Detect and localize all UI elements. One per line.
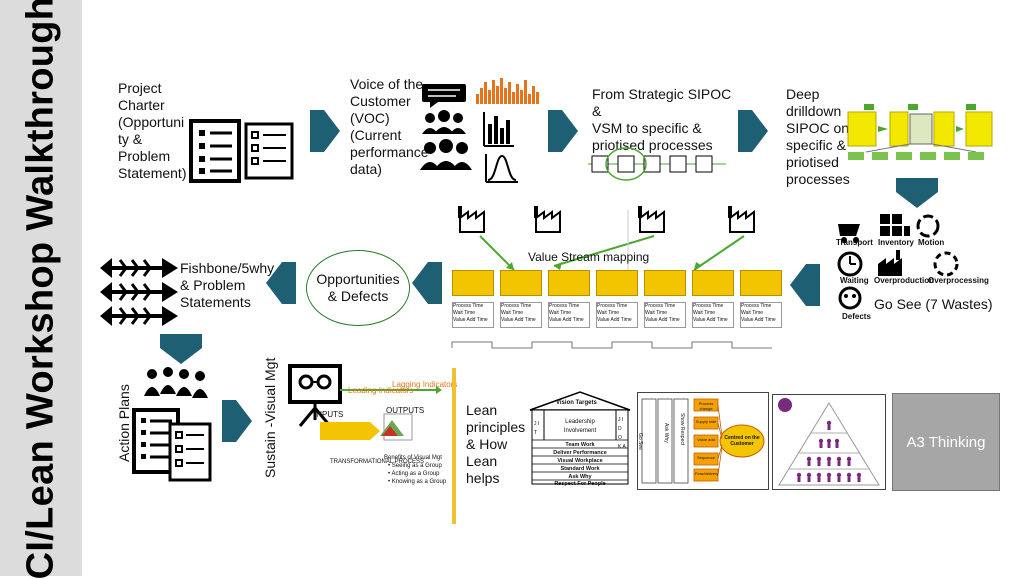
seven-wastes-icons: [837, 214, 959, 310]
sipoc-label: From Strategic SIPOC & VSM to specific &…: [592, 86, 732, 153]
vsm-process-box: [500, 270, 542, 296]
vsm-process-box: [452, 270, 494, 296]
voc-label: Voice of the Customer (VOC) (Current per…: [350, 76, 429, 177]
process-label: TRANSFORMATIONAL PROCESS: [330, 459, 425, 465]
outputs-label: OUTPUTS: [386, 406, 425, 415]
fishbone-icon: [100, 258, 178, 326]
arrow-left-icon: [790, 264, 820, 306]
sustain-visual-mgt-label: Sustain -Visual Mgt: [262, 357, 278, 478]
arrow-left-icon: [412, 262, 442, 304]
leading-indicators-label: Leading Indicators: [348, 386, 414, 395]
funnel-box: Flow/delivery: [695, 471, 719, 476]
vsm-process-box: [692, 270, 734, 296]
go-see-label: Go See (7 Wastes): [874, 296, 993, 312]
visual-management-diagram: [288, 364, 442, 441]
value-stream-map: [451, 206, 772, 349]
waste-overprocessing-label: Overprocessing: [928, 276, 989, 285]
benefits-title: Benefits of Visual Mgt: [384, 455, 442, 461]
lean-principles-label: Lean principles & How Lean helps: [466, 402, 526, 486]
lagging-indicators-label: Lagging Indicators: [392, 380, 458, 389]
drilldown-label: Deep drilldown SIPOC on specific & priot…: [786, 86, 850, 187]
waste-inventory-label: Inventory: [878, 238, 915, 247]
arrow-right-icon: [310, 110, 340, 152]
arrow-right-icon: [222, 400, 252, 442]
a3-thinking-box: A3 Thinking: [892, 393, 1000, 491]
vsm-process-box: [548, 270, 590, 296]
show-respect-col: Show Respect: [679, 413, 685, 446]
action-plans-label: Action Plans: [116, 384, 132, 462]
vsm-process-box: [740, 270, 782, 296]
waste-transport-label: Transport: [836, 238, 873, 247]
house-row: Ask Why: [568, 474, 592, 480]
project-charter-label: Project Charter (Opportuni ty & Problem …: [118, 80, 187, 181]
sidebar: CI/Lean Workshop Walkthrough: [0, 0, 82, 579]
checklist-icon: [189, 119, 294, 183]
customer-data-icons: [420, 78, 539, 183]
action-plans-icon: [132, 367, 212, 482]
waste-overproduction-label: Overproduction: [874, 276, 935, 285]
lean-house-diagram: Vision Targets J I T J I D O K A Leaders…: [528, 390, 632, 488]
benefit-item: • Knowing as a Group: [388, 479, 447, 485]
slide-title: CI/Lean Workshop Walkthrough: [19, 0, 62, 579]
funnel-box: Supply side: [695, 419, 717, 424]
arrow-right-icon: [548, 110, 578, 152]
house-row: Standard Work: [560, 466, 600, 472]
waste-motion-label: Motion: [918, 238, 945, 247]
house-row: Deliver Performance: [553, 450, 607, 456]
ask-why-col: Ask Why: [663, 423, 669, 443]
go-see-col: Go See: [637, 433, 643, 450]
arrow-left-icon: [266, 262, 296, 304]
house-right-pillar: J I D O K A: [618, 417, 626, 450]
funnel-box: Value add: [697, 437, 715, 442]
funnel-box: Process change: [698, 401, 714, 411]
inputs-label: INPUTS: [314, 410, 344, 419]
section-divider: [452, 368, 456, 524]
house-row: Respect For People: [554, 481, 606, 487]
fishbone-label: Fishbone/5why & Problem Statements: [180, 260, 275, 310]
lean-customer-diagram: Go See Ask Why Show Respect Process chan…: [637, 392, 769, 490]
arrow-down-icon: [160, 334, 202, 364]
house-left-pillar: J I T: [534, 421, 540, 436]
benefit-item: • Seeing as a Group: [388, 463, 442, 469]
waste-defects-label: Defects: [842, 312, 871, 321]
house-row: Team Work: [565, 442, 595, 448]
opportunities-defects-oval: Opportunities& Defects: [306, 250, 410, 326]
waste-waiting-label: Waiting: [840, 276, 869, 285]
house-row: Visual Workplace: [557, 458, 603, 464]
vsm-process-box: [596, 270, 638, 296]
arrow-down-icon: [896, 178, 938, 208]
drilldown-sipoc-diagram: [847, 104, 993, 160]
arrow-right-icon: [738, 110, 768, 152]
vsm-process-box: [644, 270, 686, 296]
funnel-box: Sequence: [696, 455, 715, 460]
value-stream-label: Value Stream mapping: [528, 250, 650, 264]
house-roof-label: Vision Targets: [556, 400, 597, 406]
people-pyramid-diagram: [772, 394, 886, 490]
sipoc-process-diagram: [588, 147, 726, 181]
a3-thinking-label: A3 Thinking: [906, 433, 986, 451]
benefit-item: • Acting as a Group: [388, 471, 440, 477]
